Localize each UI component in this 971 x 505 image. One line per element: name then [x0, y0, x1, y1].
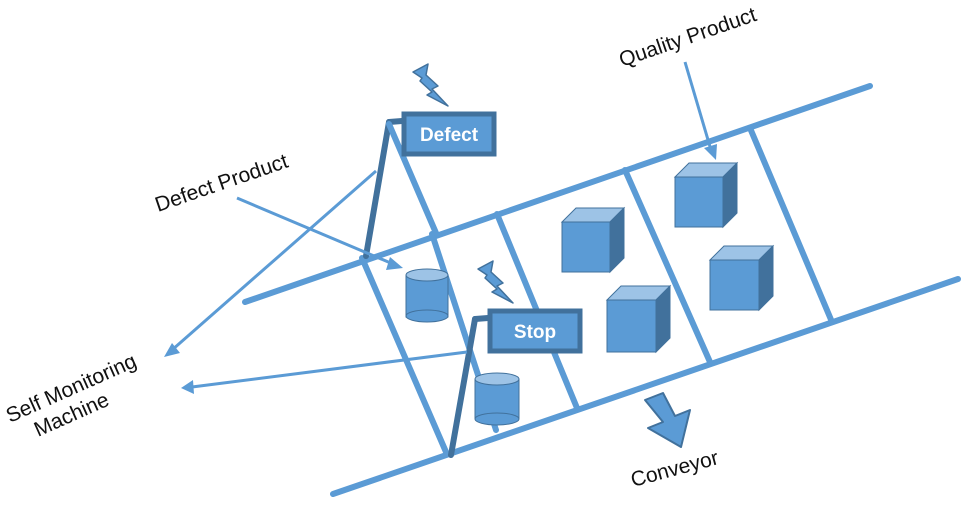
monitoring-arm-defect: [363, 118, 439, 259]
callout-arrows: [164, 61, 717, 394]
arrowhead: [386, 257, 403, 270]
arrowhead: [704, 144, 717, 160]
arm-support: [386, 121, 439, 236]
belt-divider: [747, 125, 835, 325]
arrowhead: [181, 380, 194, 394]
defect-sign-text: Defect: [420, 125, 479, 146]
quality-product-cube: [708, 244, 775, 312]
conveyor-belt: [242, 83, 961, 497]
monitoring-arm-stop: [448, 315, 491, 458]
down-arrow-icon: [644, 392, 691, 448]
stop-sign-text: Stop: [514, 322, 556, 343]
lightning-icon: [477, 260, 514, 304]
lightning-icon: [412, 63, 449, 107]
arrowhead: [164, 343, 180, 357]
self-monitoring-arrow: [191, 350, 468, 389]
belt-divider: [359, 255, 449, 455]
quality-product-cube: [605, 284, 672, 354]
self-monitoring-arrow: [171, 169, 377, 352]
quality-product-arrow: [683, 61, 713, 151]
defect-product-cylinder: [405, 268, 449, 323]
arm-beam: [386, 118, 405, 125]
belt-divider: [622, 167, 713, 365]
defect-product-cylinder: [474, 372, 520, 426]
arm-pole: [448, 316, 478, 458]
conveyor-label: Conveyor: [628, 446, 721, 491]
defect-product-label: Defect Product: [152, 150, 291, 217]
quality-product-cube: [673, 161, 739, 229]
quality-product-cube: [560, 206, 626, 274]
defect-product-arrow: [236, 196, 394, 266]
quality-product-label: Quality Product: [616, 3, 759, 72]
belt-top-rail: [242, 83, 873, 305]
arm-pole: [363, 119, 392, 259]
stop-sign: Stop: [487, 308, 583, 354]
belt-bottom-rail: [330, 276, 961, 497]
arm-beam: [472, 315, 491, 322]
defect-sign: Defect: [401, 111, 497, 157]
